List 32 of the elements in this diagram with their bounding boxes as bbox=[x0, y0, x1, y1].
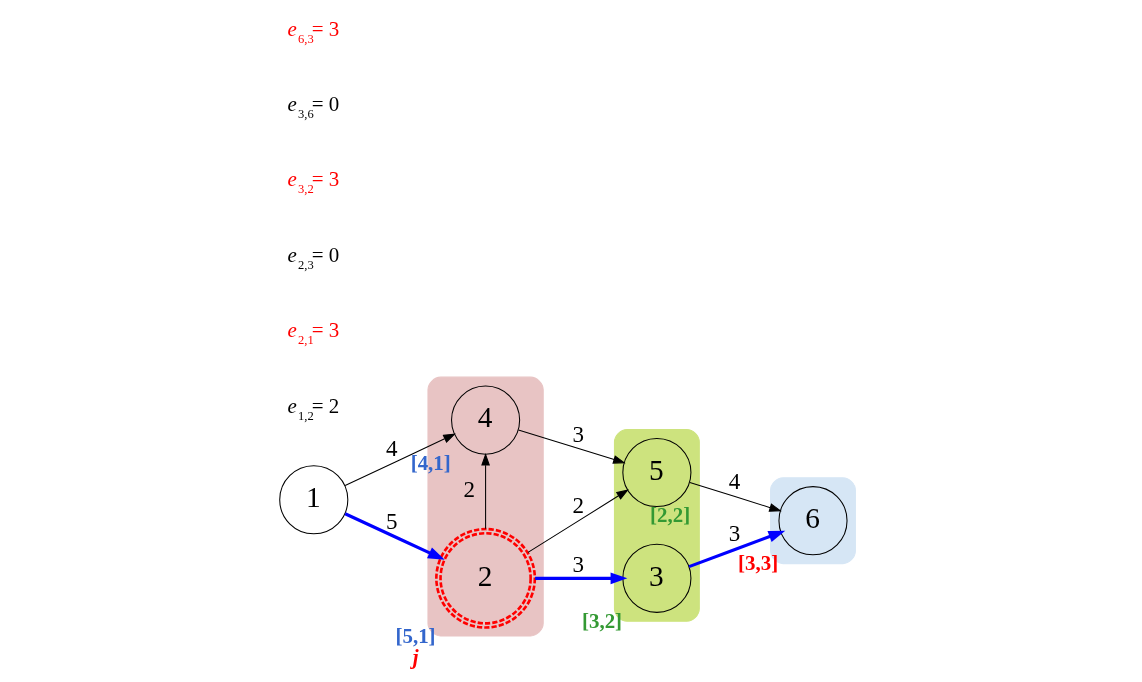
node-circle: 2 bbox=[434, 527, 536, 629]
node-circle: 5 bbox=[621, 437, 691, 508]
node-circle: 4 bbox=[450, 385, 520, 455]
edge-label: 2 bbox=[463, 476, 475, 503]
node-label: [4,1] bbox=[410, 450, 451, 475]
label: e$_{1,2}$= 2 bbox=[287, 393, 339, 423]
edge-label: 3 bbox=[572, 420, 584, 447]
label: e$_{2,3}$= 0 bbox=[287, 242, 339, 272]
edge-label: 3 bbox=[572, 550, 584, 577]
arrow bbox=[688, 530, 785, 569]
node-label: [3,2] bbox=[581, 609, 622, 634]
edge-label: 2 bbox=[572, 491, 584, 518]
edge-label: 5 bbox=[385, 507, 398, 534]
arrow bbox=[517, 429, 626, 464]
label: e$_{3,2}$= 3 bbox=[287, 167, 339, 197]
edge-label: 4 bbox=[385, 435, 398, 462]
node-label: [5,1] bbox=[394, 624, 436, 649]
arrow bbox=[527, 489, 629, 553]
arrow bbox=[344, 512, 445, 560]
node-circle: 1 bbox=[278, 465, 348, 535]
node-circle: 6 bbox=[777, 486, 848, 556]
arrow bbox=[534, 572, 627, 585]
edge-label: 3 bbox=[728, 520, 740, 547]
node-label: [3,3] bbox=[737, 551, 778, 576]
edge-label: 4 bbox=[728, 467, 740, 494]
node-circle: 3 bbox=[621, 543, 691, 613]
arrow bbox=[344, 433, 456, 486]
label: e$_{3,6}$= 0 bbox=[287, 92, 339, 122]
label: e$_{2,1}$= 3 bbox=[287, 318, 339, 348]
arrow bbox=[480, 452, 490, 530]
label: e$_{6,3}$= 3 bbox=[287, 16, 339, 46]
arrow bbox=[688, 481, 782, 512]
